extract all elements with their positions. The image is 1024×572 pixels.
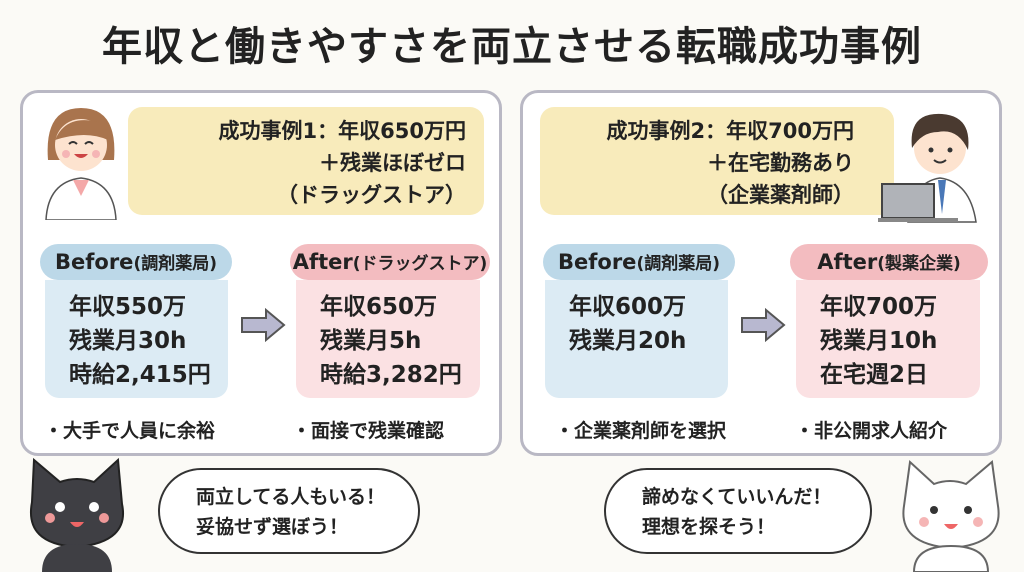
- heading-line: （ドラッグストア）: [277, 183, 466, 207]
- male-pharmacist-illustration: [878, 113, 977, 223]
- heading-line: ＋在宅勤務あり: [707, 151, 854, 175]
- before-label: Before(調剤薬局): [543, 244, 735, 280]
- after-note: ・面接で残業確認: [292, 420, 445, 442]
- after-label: After(ドラッグストア): [290, 244, 490, 280]
- heading-line: 成功事例2：年収700万円: [606, 119, 854, 143]
- heading-line: ＋残業ほぼゼロ: [319, 151, 466, 175]
- after-note: ・非公開求人紹介: [795, 420, 948, 442]
- before-note: ・大手で人員に余裕: [44, 420, 216, 442]
- before-note: ・企業薬剤師を選択: [555, 420, 727, 442]
- speech-bubble-left: 両立してる人もいる！妥協せず選ぼう！: [158, 468, 420, 554]
- black-cat-illustration: [30, 457, 124, 572]
- arrow-right-icon: [741, 308, 786, 342]
- case-1-heading: 成功事例1：年収650万円 ＋残業ほぼゼロ （ドラッグストア）: [128, 107, 484, 215]
- female-pharmacist-illustration: [45, 108, 117, 220]
- case-2-heading: 成功事例2：年収700万円 ＋在宅勤務あり （企業薬剤師）: [540, 107, 894, 215]
- arrow-right-icon: [241, 308, 286, 342]
- page-title: 年収と働きやすさを両立させる転職成功事例: [102, 24, 922, 70]
- after-label: After(製薬企業): [790, 244, 988, 280]
- heading-line: 成功事例1：年収650万円: [218, 119, 466, 143]
- white-cat-illustration: [902, 459, 1000, 572]
- before-details: 年収600万残業月20h: [545, 280, 728, 398]
- heading-line: （企業薬剤師）: [707, 183, 854, 207]
- speech-bubble-right: 諦めなくていいんだ！理想を探そう！: [604, 468, 872, 554]
- before-label: Before(調剤薬局): [40, 244, 232, 280]
